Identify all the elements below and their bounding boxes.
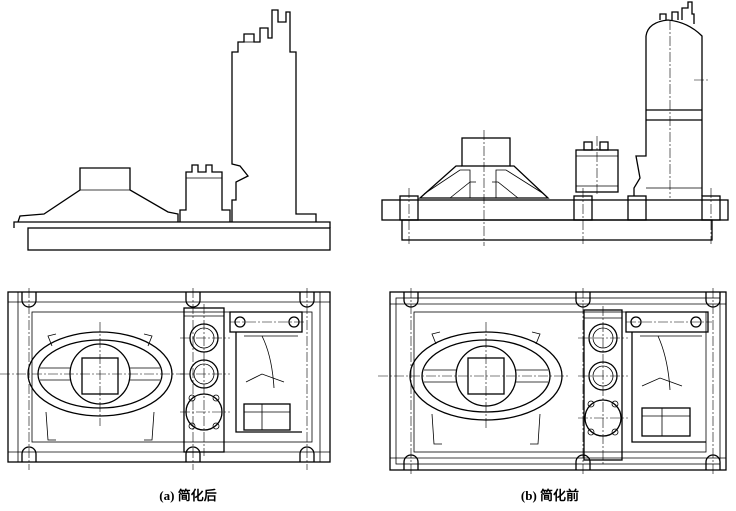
caption-original: (b) 简化前 (520, 488, 580, 503)
view-a-plan (0, 288, 331, 470)
view-b-plan (378, 288, 727, 476)
caption-simplified: (a) 简化后 (159, 488, 217, 503)
view-b-elevation (381, 1, 729, 246)
view-a-elevation (13, 9, 331, 251)
